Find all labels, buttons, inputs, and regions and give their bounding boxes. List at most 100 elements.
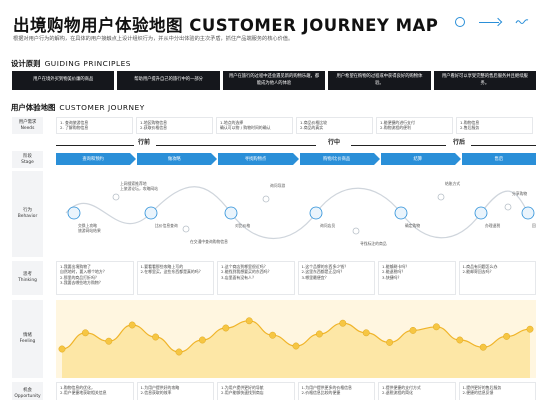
- opportunity-cell-line: 1.提供便捷的支付方式: [382, 385, 421, 390]
- emoji-face-icon: [128, 321, 136, 329]
- step-dot-icon: [262, 195, 270, 203]
- emoji-face-icon: [503, 332, 511, 340]
- behavior-label: 上网搜索推荐地: [120, 181, 147, 186]
- principle-card: 帮助用户提升自己的旅行中的一部分: [117, 71, 220, 90]
- thinking-cell-line: 2.能退税吗？: [382, 269, 406, 275]
- header-icons: [455, 17, 529, 27]
- needs-cell-line: 2.获取价格信息: [140, 125, 168, 131]
- behavior-node: 回家: [521, 206, 536, 228]
- stage-chip: 寻找购物点: [218, 153, 299, 165]
- phase-after: 行后: [452, 139, 466, 146]
- behavior-label: 分享购物: [512, 191, 527, 196]
- phase-line: [156, 145, 316, 146]
- thinking-cell-line: 1.我要出境购物了: [60, 264, 91, 269]
- thinking-cell: 1.这个品牌的东西多少钱？2.这里东西都是正品吗？3.哪里最便宜？: [297, 261, 375, 295]
- behavior-node: 寻找标注的商品: [352, 227, 387, 246]
- step-dot-icon: [437, 193, 445, 201]
- emoji-face-icon: [456, 336, 464, 344]
- emoji-face-icon: [409, 326, 417, 334]
- emoji-face-icon: [152, 333, 160, 341]
- thinking-cell-line: 1.要看看那些攻略上写的: [140, 264, 184, 269]
- behavior-flow-line: [65, 186, 529, 239]
- thinking-cell-line: 3.哪里最便宜？: [301, 274, 329, 280]
- needs-cell-line: 2.商品的真实: [300, 125, 324, 131]
- thinking-cell-line: 2.在哪里买，这些东西都是真的吗？: [140, 269, 203, 275]
- step-dot-icon: [112, 193, 120, 201]
- principle-card: 用户在旅行的过程中还会遇见新的购物乐趣，都能成为他人的体验: [222, 71, 326, 90]
- behavior-label: 比价信息查询: [155, 223, 178, 228]
- principle-card: 用户看好可以享受完整的售后服务并且继续服务。: [433, 71, 537, 90]
- behavior-label: 对比价格: [235, 223, 250, 228]
- opportunity-cell: 1.购物信息的优化，2.用户便捷地获取相关信息: [56, 382, 134, 400]
- emoji-face-icon: [479, 343, 487, 351]
- behavior-node: 结账方式: [437, 181, 460, 201]
- behavior-label: 询问导游: [270, 183, 285, 188]
- stage-chip: 购物/比价商品: [299, 153, 380, 165]
- behavior-label: 上旅游论坛，攻略网站: [120, 186, 158, 191]
- thinking-cell-line: 2.能找到我想要买的东西吗？: [221, 269, 272, 275]
- touchpoint-icon: [309, 206, 323, 220]
- emoji-face-icon: [269, 331, 277, 339]
- emoji-face-icon: [245, 317, 253, 325]
- touchpoint-icon: [394, 206, 408, 220]
- thinking-row: 1.我要出境购物了自然地时，要入哪个地方？2.那里的商品打折吗？3.我要去哪些地…: [56, 261, 536, 295]
- thinking-cell-line: 3.快捷吗？: [382, 274, 402, 280]
- opportunity-cell-line: 1.为用户提供更多的价格信息: [301, 385, 352, 390]
- emoji-face-icon: [175, 348, 183, 356]
- emoji-face-icon: [432, 323, 440, 331]
- needs-cell-line: 1.地区购物信息: [140, 120, 168, 125]
- behavior-label: 寻找标注的商品: [360, 241, 387, 246]
- behavior-label: 确定购物: [405, 223, 420, 228]
- opportunity-cell-line: 2.用户便捷地获取相关信息: [60, 390, 107, 396]
- page-subtitle: 根据对用户行为的解构，在具体的用户接触点上设计组织行为，并从中分出体验的主次矛盾…: [13, 36, 294, 42]
- thinking-cell-line: 1.商品有问题怎么办: [462, 264, 498, 269]
- step-dot-icon: [504, 203, 512, 211]
- opportunity-cell-line: 2.信息获取的效率: [140, 390, 172, 396]
- behavior-flow-diagram: 交换上攻略旅游网站结果上网搜索推荐地上旅游论坛，攻略网站比价信息查询在交通中查询…: [65, 181, 536, 246]
- needs-cell-line: 2.购物流程的便利: [380, 125, 411, 131]
- thinking-cell-line: 自然地时，要入哪个地方？: [60, 269, 107, 275]
- emoji-face-icon: [315, 330, 323, 338]
- needs-cell-line: 1.地点的选择: [220, 120, 244, 125]
- opportunity-cell-line: 1.提供更好的售后服务: [462, 385, 502, 390]
- principles-heading-cn: 设计原则: [11, 59, 41, 68]
- emoji-face-icon: [222, 324, 230, 332]
- emoji-face-icon: [198, 336, 206, 344]
- touchpoint-icon: [224, 206, 238, 220]
- opportunity-cell-line: 2.便捷的信息反馈: [462, 390, 494, 396]
- phase-line: [351, 145, 446, 146]
- emoji-face-icon: [386, 338, 394, 346]
- page-title: 出境购物用户体验地图 CUSTOMER JOURNEY MAP: [13, 16, 439, 35]
- needs-cell-line: 确认可以物 / 购物时间的确认: [220, 125, 271, 131]
- behavior-node: 办理退税: [474, 206, 500, 228]
- stage-row: 查询和预约 做攻略 寻找购物点 购物/比价商品 结算 售后: [56, 153, 537, 165]
- behavior-label: 交换上攻略: [78, 223, 97, 228]
- thinking-cell-line: 1.这个商店到哪里很近吗？: [221, 264, 268, 269]
- principles-row: 用户在境外买到物美价廉的商品 帮助用户提升自己的旅行中的一部分 用户在旅行的过程…: [12, 71, 537, 90]
- behavior-label: 在交通中查询购物信息: [190, 239, 228, 244]
- arrow-right-icon: [479, 18, 501, 26]
- needs-cell-line: 2.售后服务: [460, 125, 480, 131]
- journey-heading-en: CUSTOMER JOURNEY: [59, 103, 145, 112]
- phase-during: 行中: [327, 139, 341, 146]
- emoji-face-icon: [292, 342, 300, 350]
- principle-card: 用户希望在购物的过程或中获得良好的购物体验。: [328, 71, 431, 90]
- behavior-label: 旅游网站结果: [78, 228, 101, 233]
- phase-row: 行前 行中 行后: [56, 137, 536, 149]
- opportunity-cell-line: 2.退税流程的简化: [382, 390, 413, 396]
- behavior-label: 办理退税: [485, 223, 500, 228]
- needs-cell-line: 1.能便捷的进行支付: [380, 120, 415, 125]
